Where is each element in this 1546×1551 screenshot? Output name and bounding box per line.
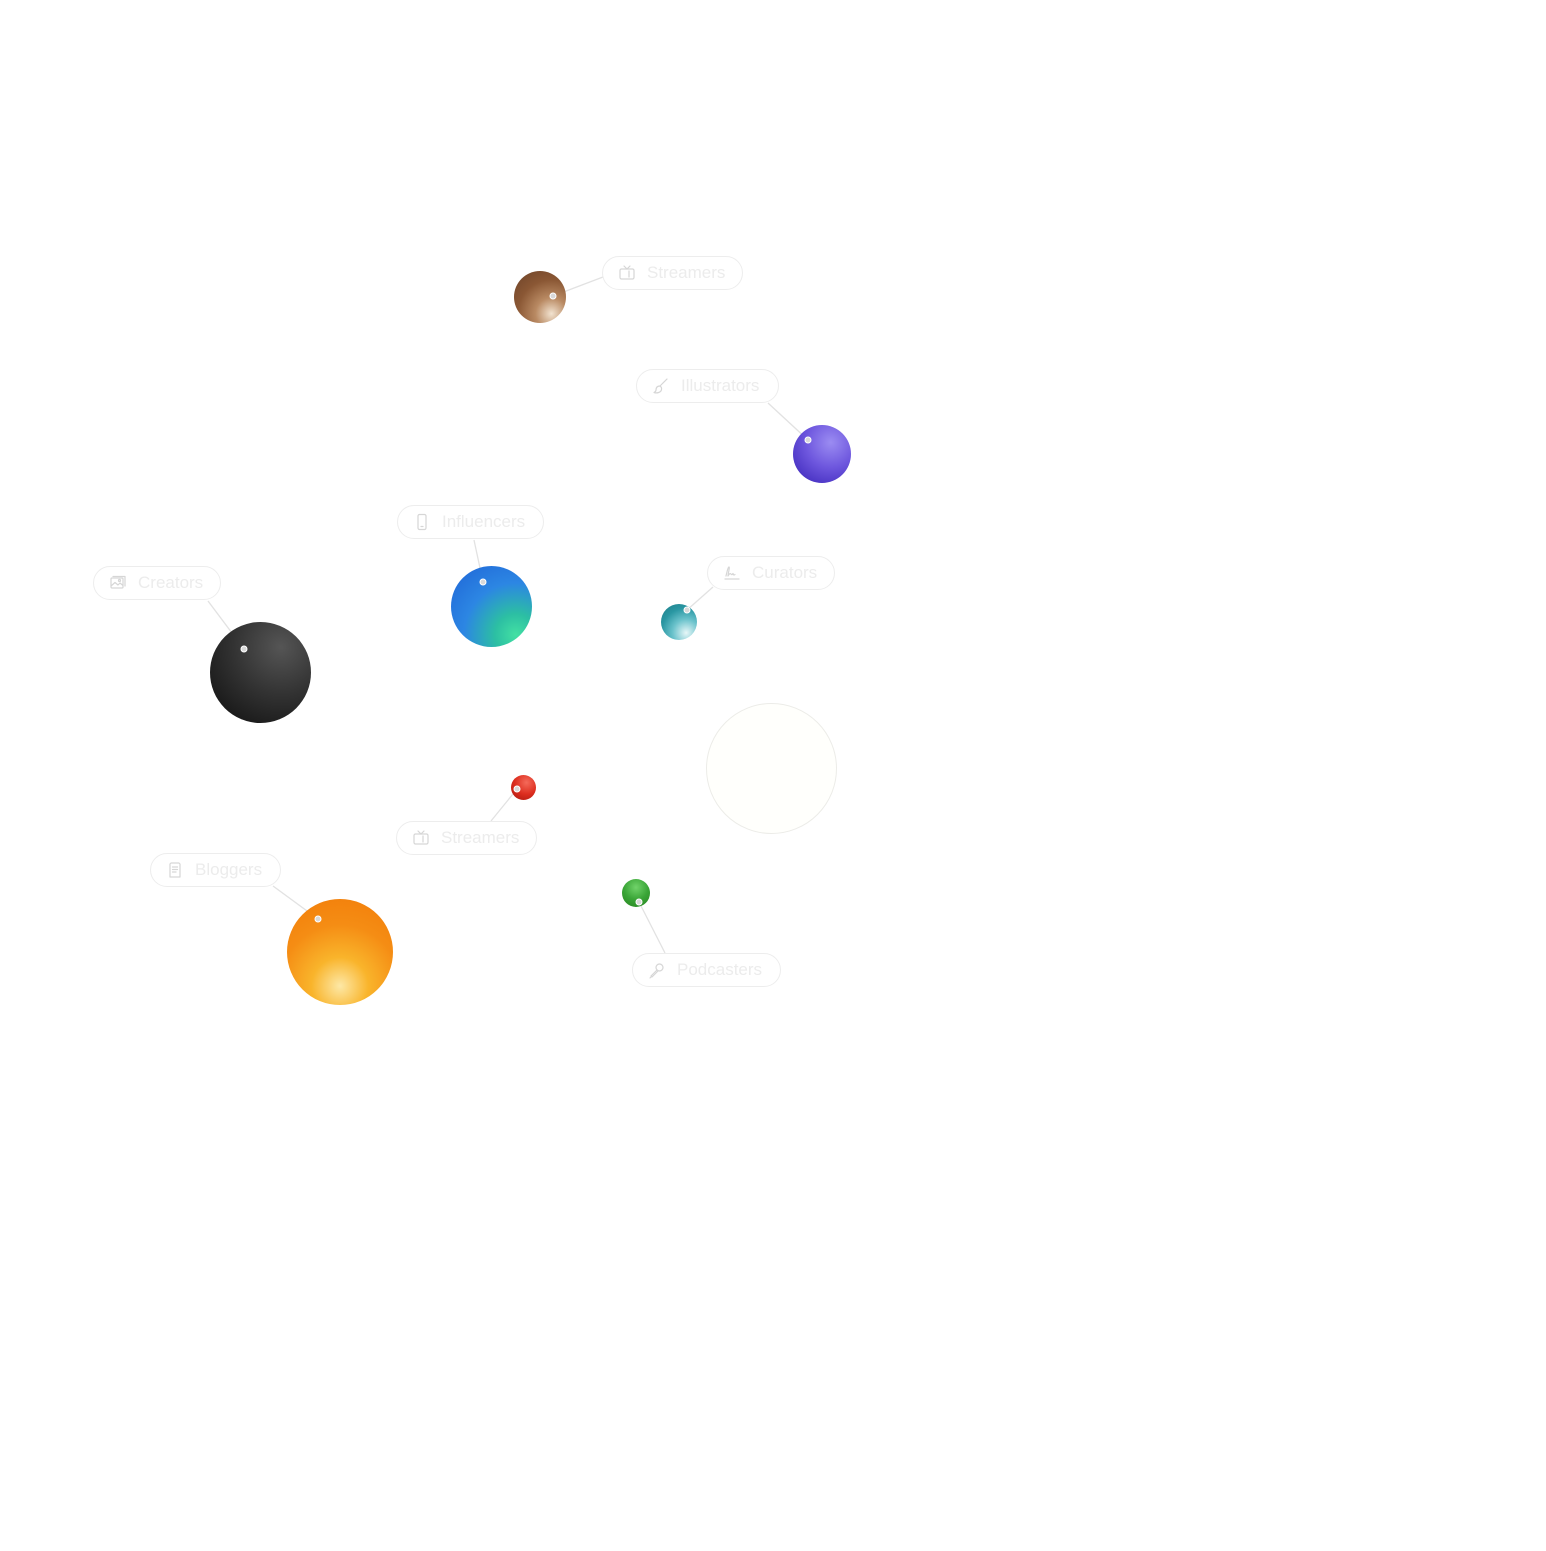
anchor-dot <box>479 578 487 586</box>
brush-icon <box>651 376 671 396</box>
orange-orb[interactable] <box>287 899 393 1005</box>
purple-orb[interactable] <box>793 425 851 483</box>
label-creators[interactable]: Creators <box>93 566 221 600</box>
label-text: Streamers <box>441 828 520 847</box>
anchor-dot <box>635 898 643 906</box>
connector-curators <box>686 586 714 611</box>
label-text: Podcasters <box>677 960 763 979</box>
microphone-icon <box>647 960 667 980</box>
brown-orb[interactable] <box>514 271 566 323</box>
label-curators[interactable]: Curators <box>707 556 835 590</box>
blue-orb[interactable] <box>451 566 532 647</box>
label-text: Curators <box>752 563 818 582</box>
anchor-dot <box>549 292 557 300</box>
anchor-dot <box>513 785 521 793</box>
signature-icon <box>722 563 742 583</box>
label-illustrators[interactable]: Illustrators <box>636 369 779 403</box>
image-icon <box>108 573 128 593</box>
phone-icon <box>412 512 432 532</box>
label-bloggers[interactable]: Bloggers <box>150 853 281 887</box>
anchor-dot <box>314 915 322 923</box>
document-icon <box>165 860 185 880</box>
label-text: Creators <box>138 573 204 592</box>
teal-orb[interactable] <box>661 604 697 640</box>
connector-podcasters <box>638 901 666 954</box>
label-text: Illustrators <box>681 376 760 395</box>
anchor-dot <box>683 606 691 614</box>
anchor-dot <box>240 645 248 653</box>
label-text: Influencers <box>442 512 526 531</box>
tv-icon <box>411 828 431 848</box>
label-streamers-bottom[interactable]: Streamers <box>396 821 537 855</box>
label-podcasters[interactable]: Podcasters <box>632 953 781 987</box>
empty-orb-placeholder[interactable] <box>706 703 837 834</box>
anchor-dot <box>804 436 812 444</box>
label-influencers[interactable]: Influencers <box>397 505 544 539</box>
label-text: Bloggers <box>195 860 263 879</box>
label-streamers-top[interactable]: Streamers <box>602 256 743 290</box>
black-orb[interactable] <box>210 622 311 723</box>
label-text: Streamers <box>647 263 726 282</box>
tv-icon <box>617 263 637 283</box>
